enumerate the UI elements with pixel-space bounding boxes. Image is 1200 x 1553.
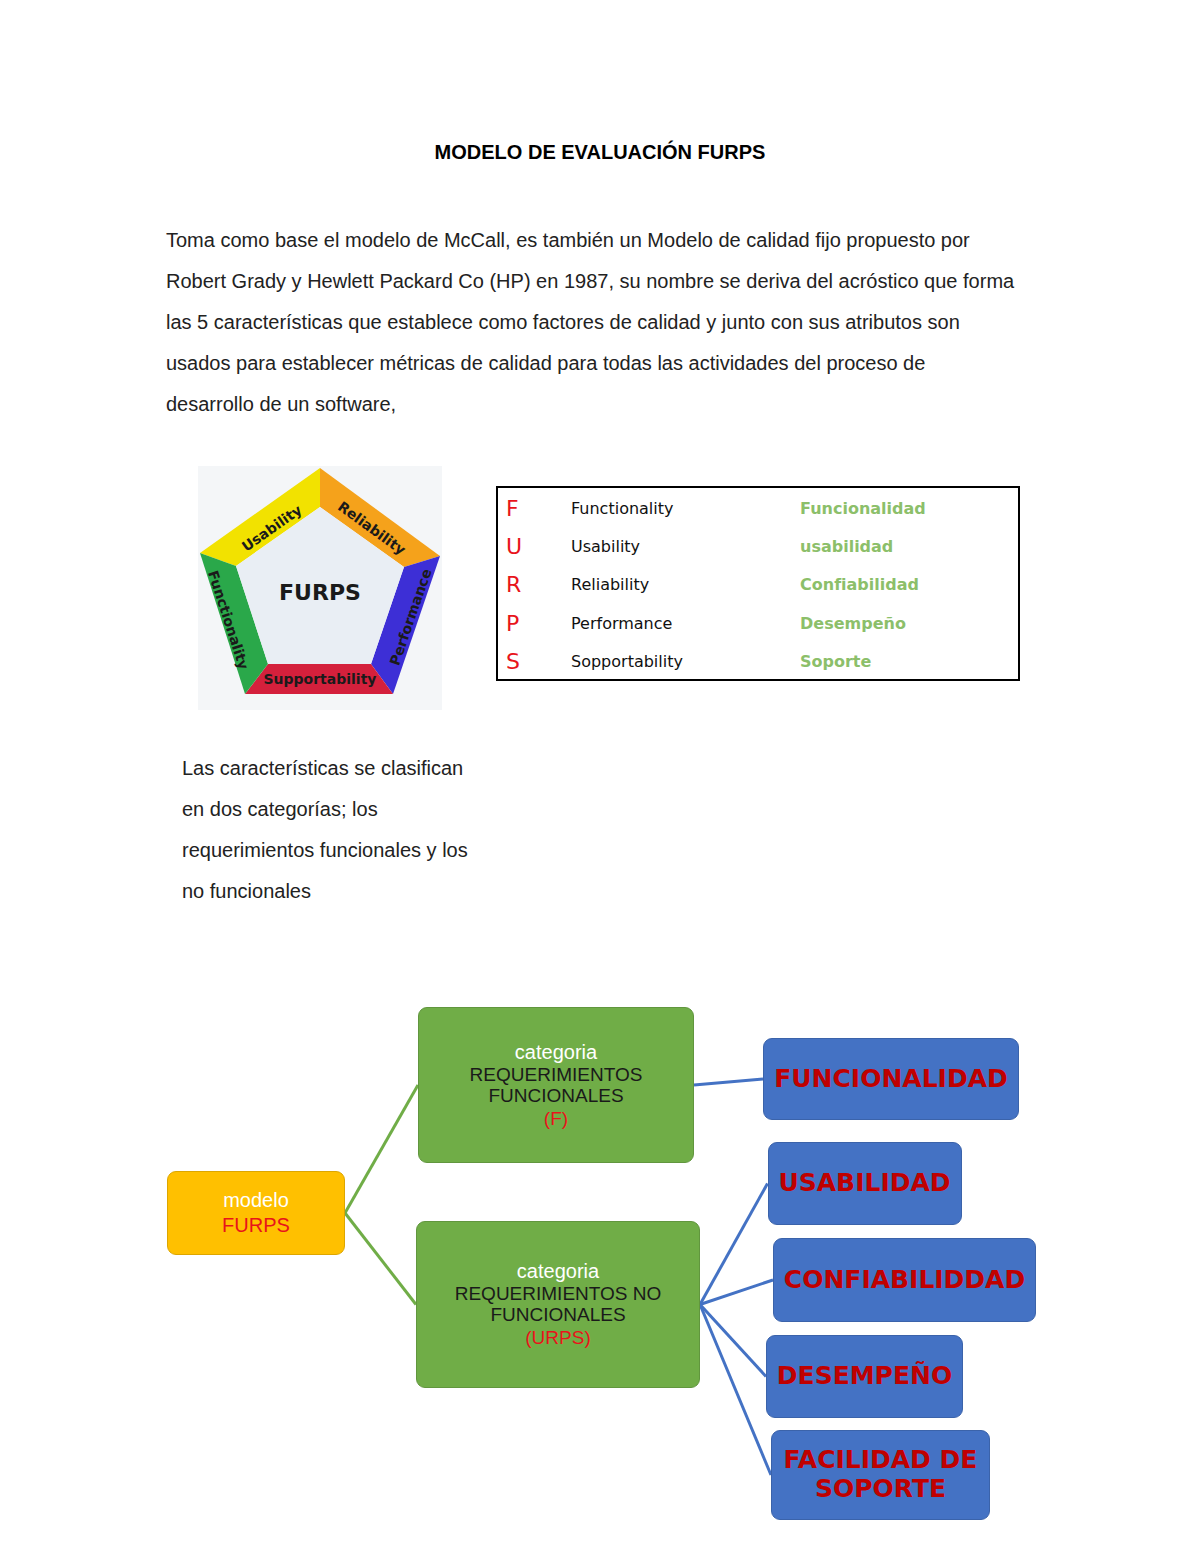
characteristic-box: FACILIDAD DE SOPORTE [771, 1430, 990, 1520]
spanish-term: usabilidad [800, 537, 893, 556]
spanish-term: Desempeño [800, 614, 906, 633]
acronym-letter: P [506, 611, 519, 636]
connector [345, 1213, 416, 1305]
center-label: FURPS [279, 580, 361, 605]
english-term: Sopportability [571, 652, 683, 671]
node-text: REQUERIMIENTOS FUNCIONALES [429, 1065, 683, 1107]
furps-pentagon [198, 466, 442, 710]
segment-label: Usability [239, 502, 305, 555]
node-text: (URPS) [525, 1326, 590, 1350]
supportability-segment [245, 664, 393, 694]
node-text: CONFIABILIDDAD [784, 1266, 1025, 1295]
root-box: modeloFURPS [167, 1171, 345, 1255]
spanish-term: Confiabilidad [800, 575, 919, 594]
node-text: FACILIDAD DE SOPORTE [782, 1446, 979, 1504]
segment-label: Supportability [264, 671, 377, 687]
table-border [497, 487, 1019, 680]
node-text: (F) [544, 1107, 568, 1131]
characteristic-box: USABILIDAD [768, 1142, 962, 1225]
connector [700, 1305, 766, 1377]
english-term: Functionality [571, 499, 674, 518]
spanish-term: Soporte [800, 652, 871, 671]
acronym-letter: F [506, 496, 519, 521]
connector [345, 1085, 418, 1213]
node-text: categoria [517, 1259, 599, 1284]
segment-label: Functionality [205, 569, 252, 672]
categories-paragraph: Las características se clasifican en dos… [182, 748, 482, 912]
connector [700, 1305, 771, 1476]
english-term: Usability [571, 537, 640, 556]
node-text: modelo [223, 1188, 289, 1213]
node-text: FURPS [222, 1213, 290, 1238]
page-title: MODELO DE EVALUACIÓN FURPS [166, 141, 1034, 164]
characteristic-box: CONFIABILIDDAD [773, 1238, 1036, 1322]
english-term: Reliability [571, 575, 649, 594]
node-text: REQUERIMIENTOS NO FUNCIONALES [427, 1284, 689, 1326]
node-text: FUNCIONALIDAD [774, 1065, 1008, 1094]
acronym-letter: S [506, 649, 520, 674]
characteristic-box: FUNCIONALIDAD [763, 1038, 1019, 1120]
characteristic-box: DESEMPEÑO [766, 1335, 963, 1418]
english-term: Performance [571, 614, 672, 633]
image-ground [198, 466, 442, 710]
acronym-letter: R [506, 572, 521, 597]
node-text: DESEMPEÑO [777, 1362, 952, 1391]
node-text: categoria [515, 1040, 597, 1065]
category-box: categoriaREQUERIMIENTOS NO FUNCIONALES(U… [416, 1221, 700, 1388]
node-text: USABILIDAD [778, 1169, 950, 1198]
spanish-term: Funcionalidad [800, 499, 926, 518]
segment-label: Performance [387, 567, 435, 668]
acronym-letter: U [506, 534, 522, 559]
segment-label: Reliability [335, 498, 409, 558]
intro-paragraph: Toma como base el modelo de McCall, es t… [166, 220, 1016, 425]
connector [694, 1079, 763, 1085]
connector [700, 1280, 773, 1305]
category-box: categoriaREQUERIMIENTOS FUNCIONALES(F) [418, 1007, 694, 1163]
